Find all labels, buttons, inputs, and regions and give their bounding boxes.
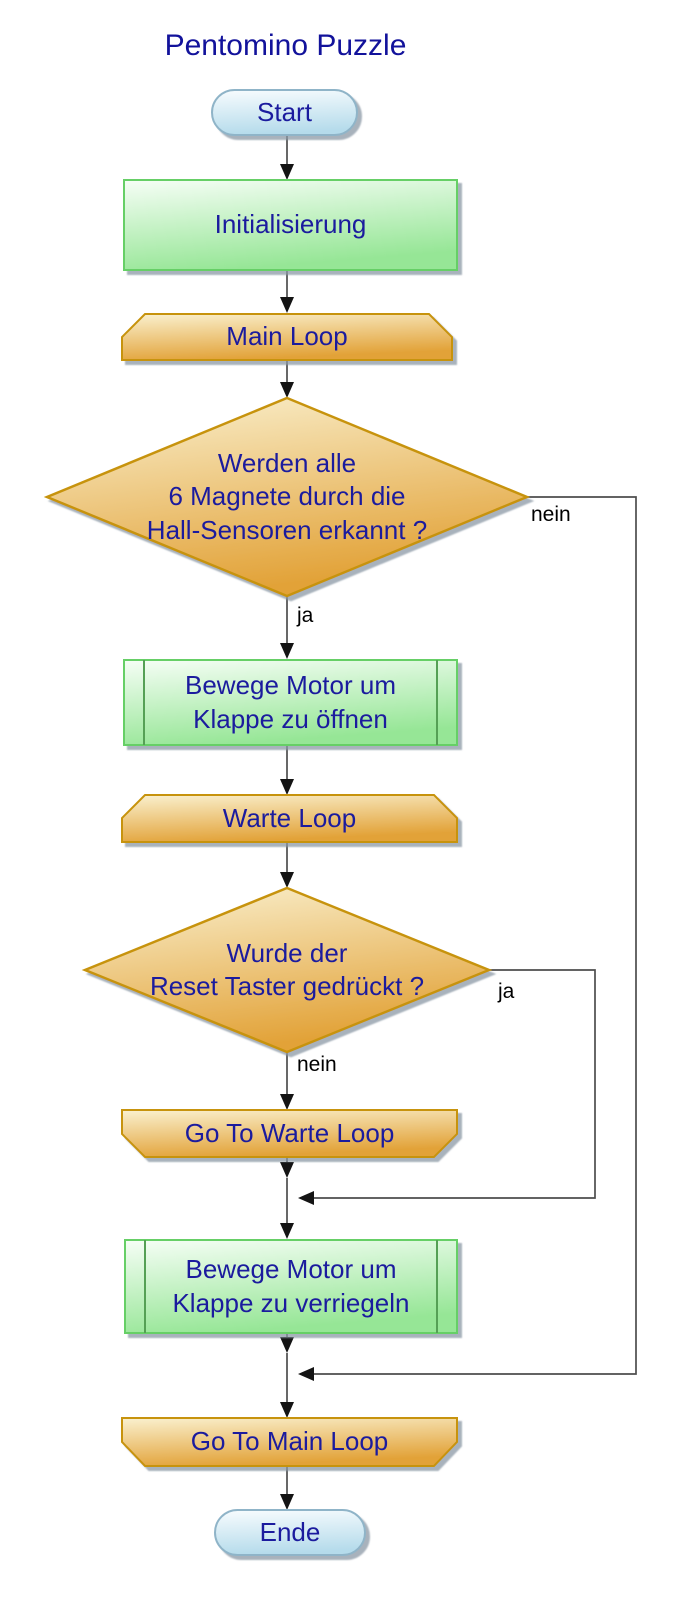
arrowhead-down-icon <box>280 1337 294 1353</box>
edge-label-nein-magnets: nein <box>531 503 571 526</box>
open-flap-node-shape <box>123 659 458 746</box>
arrowhead-left-icon <box>298 1191 314 1205</box>
lock-flap-rect <box>124 1239 458 1334</box>
arrowhead-down-icon <box>280 1223 294 1239</box>
arrowhead-down-icon <box>280 382 294 398</box>
page-title: Pentomino Puzzle <box>164 29 407 62</box>
connector-lines <box>286 135 637 1497</box>
connector-decision2-ja-loop <box>314 969 596 1199</box>
arrowhead-down-icon <box>280 297 294 313</box>
warte-loop-node-shape <box>121 794 458 843</box>
edge-label-ja-magnets: ja <box>297 604 314 627</box>
arrowhead-down-icon <box>280 1494 294 1510</box>
arrowhead-down-icon <box>280 1402 294 1418</box>
arrowhead-down-icon <box>280 872 294 888</box>
decision-magnets-node-shape <box>43 396 531 598</box>
arrowhead-down-icon <box>280 164 294 180</box>
init-node-shape <box>123 179 458 271</box>
lock-flap-node-shape <box>124 1239 458 1334</box>
goto-main-node-shape <box>121 1417 458 1467</box>
start-node-shape <box>211 89 358 136</box>
connector-decision1-nein-loop <box>314 496 637 1375</box>
ende-node-shape <box>214 1509 366 1556</box>
arrowhead-down-icon <box>280 1094 294 1110</box>
arrowhead-down-icon <box>280 779 294 795</box>
decision-reset-node-shape <box>81 886 493 1054</box>
flowchart-nodes <box>43 89 531 1556</box>
arrowhead-down-icon <box>280 643 294 659</box>
main-loop-node-shape <box>121 313 453 361</box>
predefined-process-bars <box>144 1240 438 1333</box>
predefined-process-bars <box>143 660 438 745</box>
arrowhead-down-icon <box>280 1162 294 1178</box>
arrowhead-left-icon <box>298 1367 314 1381</box>
arrowheads <box>280 164 314 1510</box>
edge-label-ja-reset: ja <box>498 980 515 1003</box>
open-flap-rect <box>123 659 458 746</box>
edge-label-nein-reset: nein <box>297 1053 337 1076</box>
goto-warte-node-shape <box>121 1109 458 1158</box>
